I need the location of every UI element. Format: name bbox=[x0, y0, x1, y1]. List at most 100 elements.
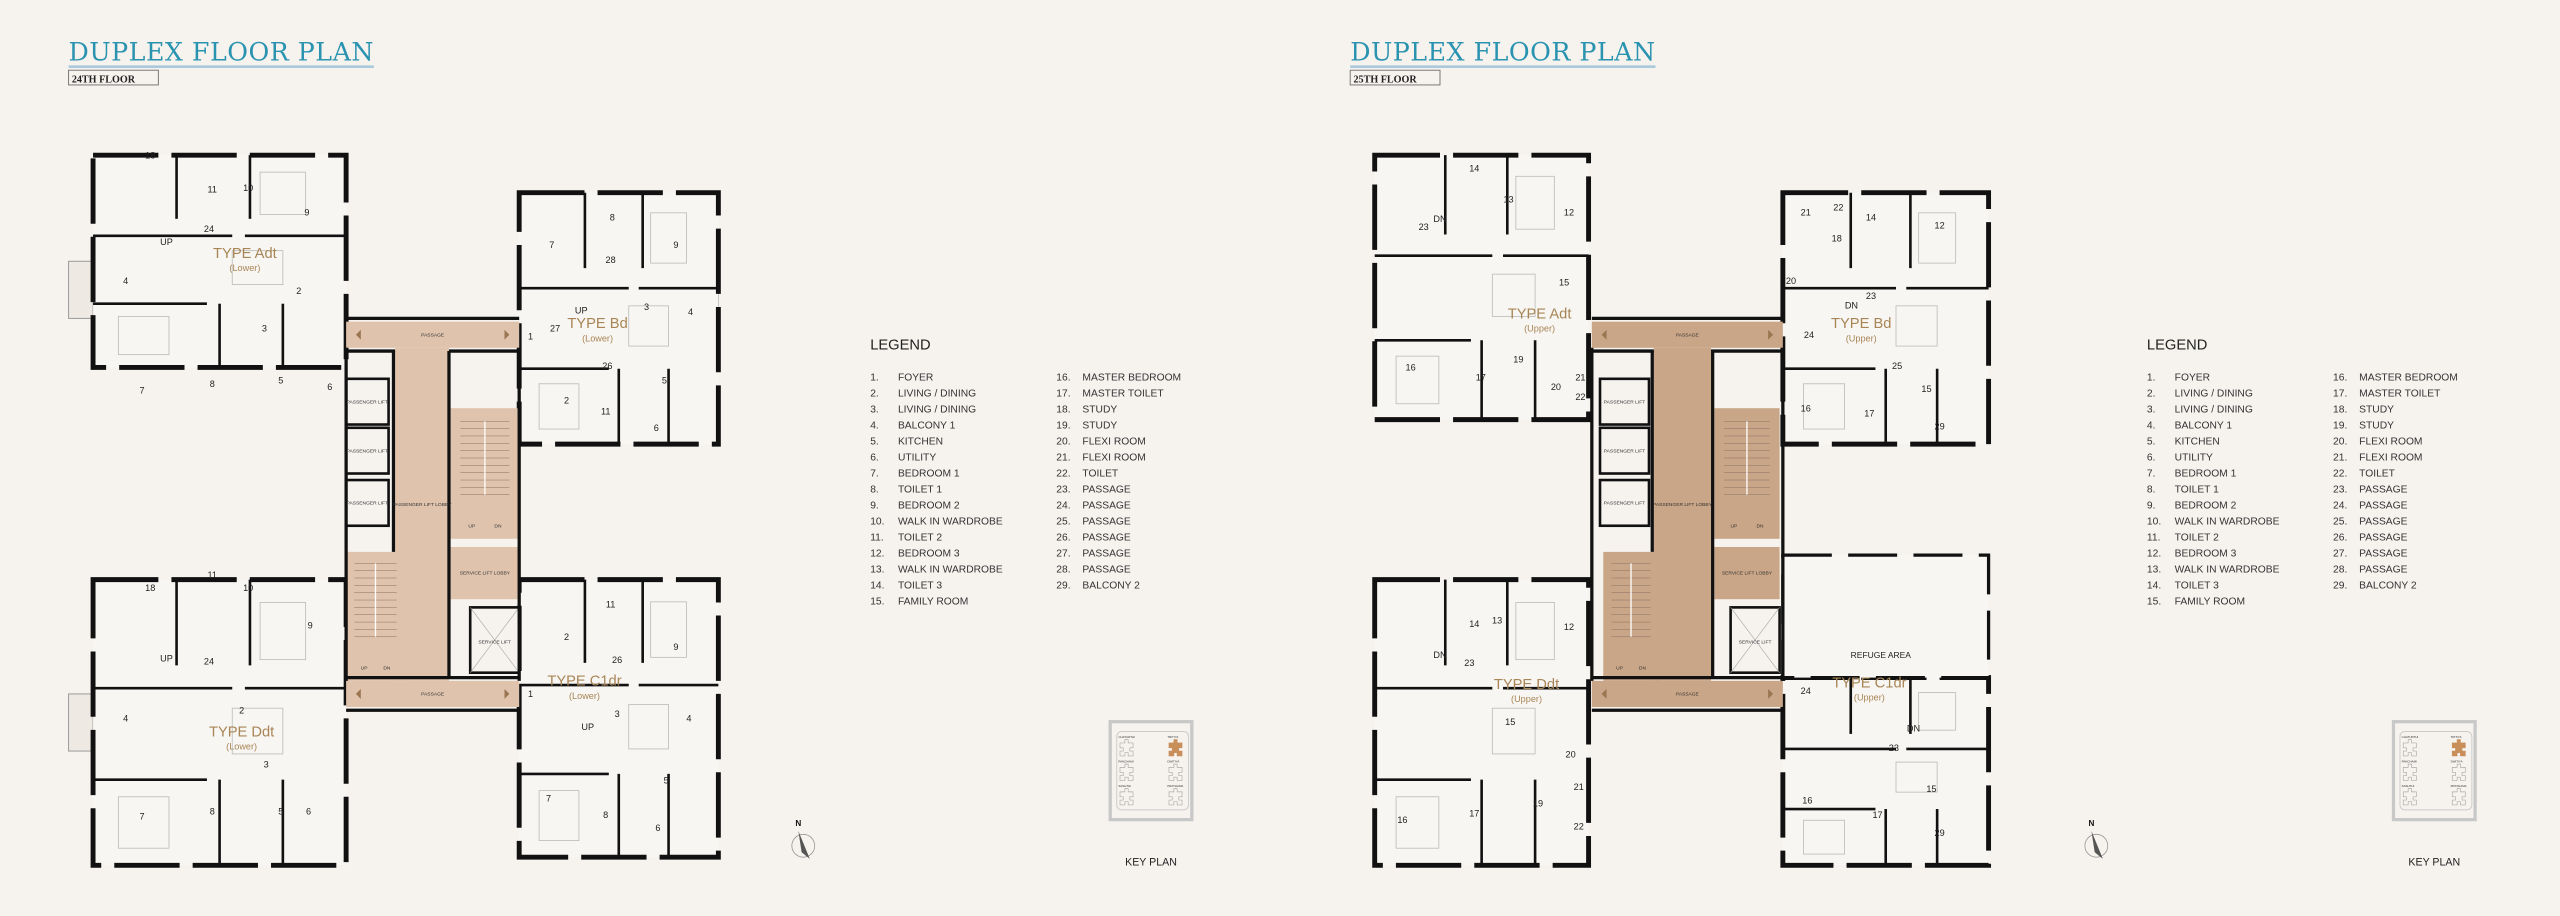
room-number: DN bbox=[1433, 650, 1446, 660]
legend-item-label: BALCONY 2 bbox=[2359, 580, 2417, 591]
tower-block-label: DWITIYA bbox=[2451, 759, 2463, 763]
bed bbox=[117, 796, 170, 849]
legend-item-label: TOILET 3 bbox=[898, 580, 942, 591]
legend-item-label: BALCONY 2 bbox=[1082, 580, 1140, 591]
legend-item-label: PASSAGE bbox=[2359, 548, 2407, 559]
room-number: 1 bbox=[528, 332, 533, 342]
legend-item-label: FOYER bbox=[898, 372, 933, 383]
legend-item-label: BEDROOM 2 bbox=[898, 500, 960, 511]
core-label: SERVICE LIFT bbox=[478, 639, 511, 645]
legend-item-label: PASSAGE bbox=[1082, 500, 1130, 511]
room-number: 13 bbox=[1492, 616, 1502, 626]
unit-type-adt bbox=[1372, 152, 1592, 423]
room-number: 7 bbox=[140, 386, 145, 396]
unit-type-label: TYPE Adt bbox=[213, 246, 277, 262]
shaft-cross bbox=[1730, 607, 1780, 673]
tower-block-label: PRATHAMA bbox=[1167, 784, 1183, 788]
room-number: 12 bbox=[1564, 622, 1574, 632]
passenger-lift-shaft bbox=[344, 377, 390, 426]
tower-block-label: TRITIYA bbox=[2451, 735, 2462, 739]
room-number: 23 bbox=[1464, 658, 1474, 668]
core-label: UP bbox=[1730, 523, 1737, 529]
legend-item-label: TOILET bbox=[1082, 468, 1118, 479]
refuge-area-label: REFUGE AREA bbox=[1851, 650, 1912, 660]
legend-item-number: 4. bbox=[870, 420, 879, 431]
passage-top bbox=[346, 321, 520, 348]
legend-heading: LEGEND bbox=[2147, 337, 2207, 353]
legend-item-label: STUDY bbox=[1082, 404, 1117, 415]
unit-level-label: (Upper) bbox=[1846, 333, 1877, 343]
legend-item-number: 6. bbox=[870, 452, 879, 463]
room-number: 17 bbox=[1872, 810, 1882, 820]
legend-item-number: 26. bbox=[1056, 532, 1070, 543]
bed bbox=[1918, 212, 1957, 264]
unit-level-label: (Upper) bbox=[1511, 694, 1542, 704]
room-number: 2 bbox=[239, 706, 244, 716]
site-boundary bbox=[2391, 720, 2477, 822]
room-number: 22 bbox=[1574, 821, 1584, 831]
legend-item-label: FAMILY ROOM bbox=[2175, 596, 2245, 607]
title-underline bbox=[68, 65, 374, 68]
tower-block-icon bbox=[2402, 788, 2417, 806]
room-number: 15 bbox=[1559, 278, 1569, 288]
legend-item-number: 4. bbox=[2147, 420, 2156, 431]
compass-circle-icon bbox=[2084, 833, 2109, 858]
site-road bbox=[2399, 730, 2473, 811]
room-number: 4 bbox=[688, 307, 693, 317]
legend-item-label: KITCHEN bbox=[2175, 436, 2220, 447]
core-label: DN bbox=[1756, 523, 1764, 529]
legend-item-label: LIVING / DINING bbox=[2175, 404, 2253, 415]
room-number: DN bbox=[1907, 723, 1920, 733]
room-number: 2 bbox=[564, 395, 569, 405]
bed bbox=[1515, 175, 1555, 230]
core-label: SERVICE LIFT LOBBY bbox=[460, 571, 511, 577]
tower-block-icon bbox=[2451, 763, 2466, 781]
passage-bottom bbox=[346, 680, 520, 707]
legend-item-label: FLEXI ROOM bbox=[1082, 436, 1145, 447]
unit-type-label: TYPE Adt bbox=[1508, 306, 1572, 322]
north-label: N bbox=[795, 819, 801, 828]
legend-item-label: FLEXI ROOM bbox=[1082, 452, 1145, 463]
room-number: 15 bbox=[1505, 717, 1515, 727]
room-number: 11 bbox=[606, 599, 615, 609]
unit-type-label: TYPE C1dr bbox=[1832, 675, 1906, 691]
room-number: 16 bbox=[1406, 363, 1416, 373]
legend-item-number: 24. bbox=[2333, 500, 2347, 511]
legend-item-number: 3. bbox=[2147, 404, 2156, 415]
legend-item-label: KITCHEN bbox=[898, 436, 943, 447]
passenger-lift-shaft bbox=[1598, 478, 1651, 528]
legend-item-number: 9. bbox=[870, 500, 879, 511]
legend-item-number: 7. bbox=[870, 468, 879, 479]
legend-item-label: BEDROOM 1 bbox=[2175, 468, 2237, 479]
room-number: 28 bbox=[606, 255, 616, 265]
room-number: 9 bbox=[308, 621, 313, 631]
room-number: 13 bbox=[1503, 194, 1513, 204]
legend-item-label: TOILET 1 bbox=[898, 484, 942, 495]
core-label: UP bbox=[361, 665, 368, 671]
room-number: 20 bbox=[1566, 750, 1576, 760]
room-number: 12 bbox=[1935, 221, 1945, 231]
site-boundary bbox=[1108, 720, 1194, 822]
room-number: 18 bbox=[145, 150, 155, 160]
room-number: 25 bbox=[1892, 361, 1902, 371]
legend-item-label: PASSAGE bbox=[2359, 484, 2407, 495]
room-number: 7 bbox=[140, 812, 145, 822]
room-number: 23 bbox=[1866, 291, 1876, 301]
room-number: 15 bbox=[1921, 384, 1931, 394]
legend-item-number: 28. bbox=[1056, 564, 1070, 575]
legend-item-number: 3. bbox=[870, 404, 879, 415]
core-label: PASSAGE bbox=[421, 332, 445, 338]
legend-item-number: 29. bbox=[1056, 580, 1070, 591]
legend-item-label: PASSAGE bbox=[2359, 532, 2407, 543]
core-label: PASSENGER LIFT bbox=[347, 501, 388, 507]
room-number: 29 bbox=[1935, 421, 1945, 431]
legend-item-label: PASSAGE bbox=[1082, 532, 1130, 543]
room-number: 17 bbox=[1864, 408, 1874, 418]
tower-block-label: PANCHAMI bbox=[1118, 759, 1133, 763]
legend-item-number: 21. bbox=[2333, 452, 2347, 463]
core-label: PASSENGER LIFT bbox=[1604, 399, 1645, 405]
legend-item-label: TOILET 2 bbox=[898, 532, 942, 543]
legend-item-label: UTILITY bbox=[2175, 452, 2213, 463]
